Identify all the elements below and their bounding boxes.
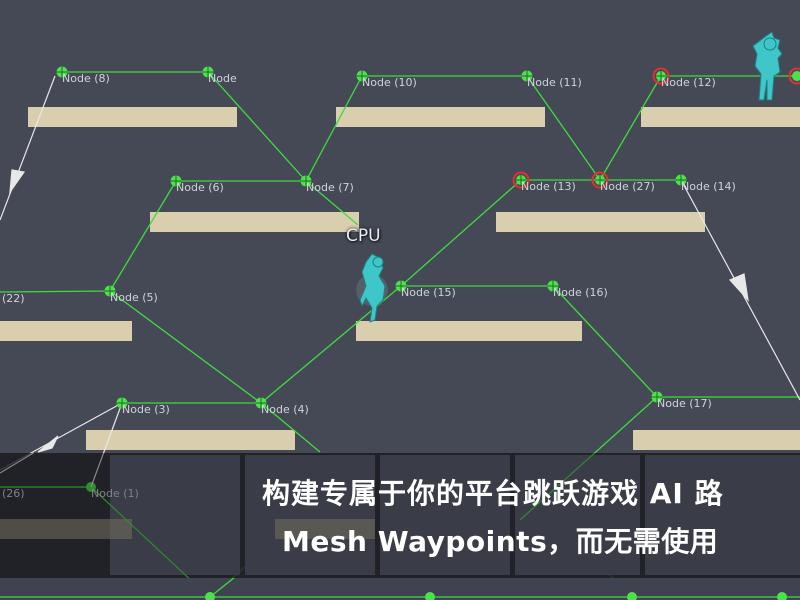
- platform: [86, 430, 295, 450]
- waypoint-node-selected-icon: [652, 67, 670, 85]
- waypoint-node-icon: [202, 66, 214, 78]
- waypoint-node-icon: [116, 397, 128, 409]
- waypoint-node-icon: [170, 175, 182, 187]
- waypoint-node-icon: [395, 280, 407, 292]
- platform: [0, 321, 132, 341]
- waypoint-link: [207, 71, 307, 182]
- node-label: Node (16): [553, 286, 608, 299]
- arrow-head-icon: [728, 273, 749, 302]
- node-label: Node (12): [661, 76, 716, 89]
- caption-title: 构建专属于你的平台跳跃游戏 AI 路: [262, 477, 724, 510]
- node-label: Node (7): [306, 181, 354, 194]
- caption-banner: (26) Node (1): [0, 453, 800, 578]
- waypoint-link: [109, 290, 262, 404]
- banner-background-scene: [0, 453, 800, 578]
- waypoint-node-selected-icon: [512, 171, 530, 189]
- waypoint-link: [552, 285, 658, 398]
- waypoint-node-icon: [675, 174, 687, 186]
- waypoint-link: [0, 290, 111, 293]
- waypoint-node-icon: [300, 175, 312, 187]
- bottom-graph-edge: [0, 578, 800, 600]
- waypoint-node-icon: [521, 70, 533, 82]
- node-label: Node (8): [62, 72, 110, 85]
- platform: [150, 212, 359, 232]
- waypoint-link: [400, 179, 522, 287]
- node-label: Node (27): [600, 180, 655, 193]
- waypoint-node-icon: [255, 397, 267, 409]
- waypoint-link: [599, 75, 662, 181]
- platform: [356, 321, 582, 341]
- platform: [496, 212, 705, 232]
- waypoint-node-icon: [651, 391, 663, 403]
- waypoint-node-icon: [547, 280, 559, 292]
- bottom-strip: [0, 578, 800, 600]
- node-label: Node (15): [401, 286, 456, 299]
- node-label: Node (5): [110, 291, 158, 304]
- cpu-character-icon: [356, 253, 388, 323]
- node-label: Node (1): [91, 487, 139, 500]
- waypoint-node-selected-icon: [591, 171, 609, 189]
- node-label: Node (13): [521, 180, 576, 193]
- waypoint-node-selected-icon: [788, 67, 800, 85]
- waypoint-node-icon: [104, 285, 116, 297]
- node-label: Node (11): [527, 76, 582, 89]
- waypoint-node-icon: [356, 70, 368, 82]
- waypoint-link: [305, 180, 359, 226]
- cpu-label: CPU: [346, 226, 381, 246]
- arrow-head-icon: [37, 435, 59, 453]
- platform: [336, 107, 545, 127]
- waypoint-link: [305, 75, 363, 182]
- waypoint-link: [526, 75, 601, 181]
- node-label: Node (3): [122, 403, 170, 416]
- node-label: Node (10): [362, 76, 417, 89]
- node-label: Node (14): [681, 180, 736, 193]
- player-character-icon: [752, 31, 783, 101]
- node-label: Node: [208, 72, 237, 85]
- waypoint-link: [109, 180, 177, 292]
- node-label: Node (6): [176, 181, 224, 194]
- platform: [28, 107, 237, 127]
- platform: [633, 430, 800, 450]
- node-label: Node (17): [657, 397, 712, 410]
- platform: [641, 107, 800, 127]
- arrow-head-icon: [9, 169, 26, 195]
- node-label: (26): [2, 487, 25, 500]
- caption-subtitle: Mesh Waypoints，而无需使用: [282, 525, 719, 558]
- node-label: (22): [2, 292, 25, 305]
- waypoint-node-icon: [56, 66, 68, 78]
- waypoint-link: [260, 402, 321, 453]
- node-label: Node (4): [261, 403, 309, 416]
- jump-arrow-link: [0, 75, 56, 221]
